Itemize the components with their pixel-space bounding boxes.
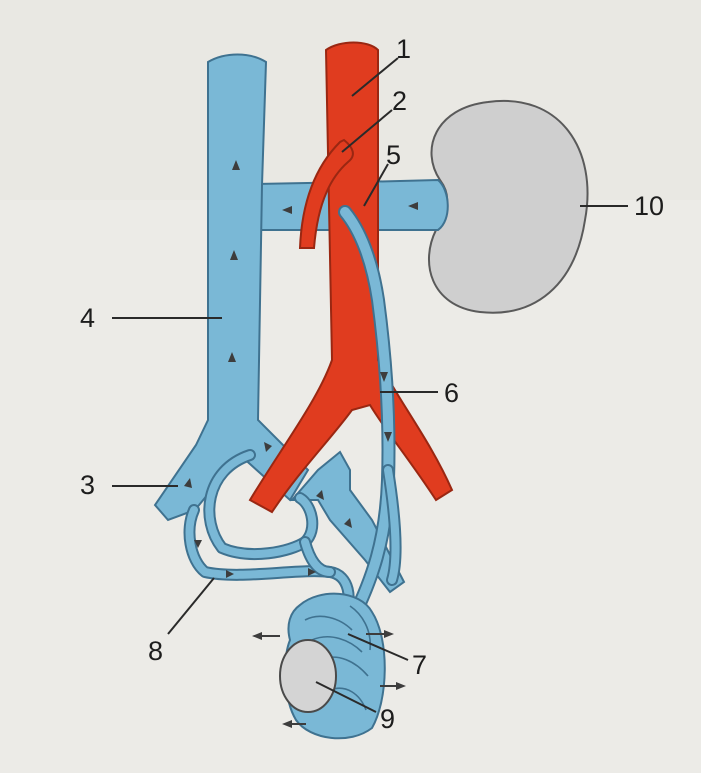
leader-lines <box>112 57 628 713</box>
plexus-coils <box>297 605 372 711</box>
inferior-vena-cava <box>153 53 310 522</box>
label-7: 7 <box>412 650 427 680</box>
label-10: 10 <box>634 191 664 221</box>
label-1: 1 <box>396 34 411 64</box>
label-4: 4 <box>80 303 95 333</box>
label-8: 8 <box>148 636 163 666</box>
connecting-vein-loop <box>185 506 353 619</box>
label-9: 9 <box>380 704 395 734</box>
connecting-vein-inner <box>205 451 317 558</box>
testicular-artery <box>298 138 354 249</box>
testis <box>279 639 337 713</box>
testicular-vein-branch <box>384 466 400 584</box>
connecting-vein-side <box>301 538 334 576</box>
kidney <box>428 99 589 314</box>
flow-arrows <box>184 160 418 728</box>
label-6: 6 <box>444 378 459 408</box>
testicular-vein <box>340 207 394 625</box>
label-2: 2 <box>392 86 407 116</box>
label-3: 3 <box>80 470 95 500</box>
label-5: 5 <box>386 140 401 170</box>
